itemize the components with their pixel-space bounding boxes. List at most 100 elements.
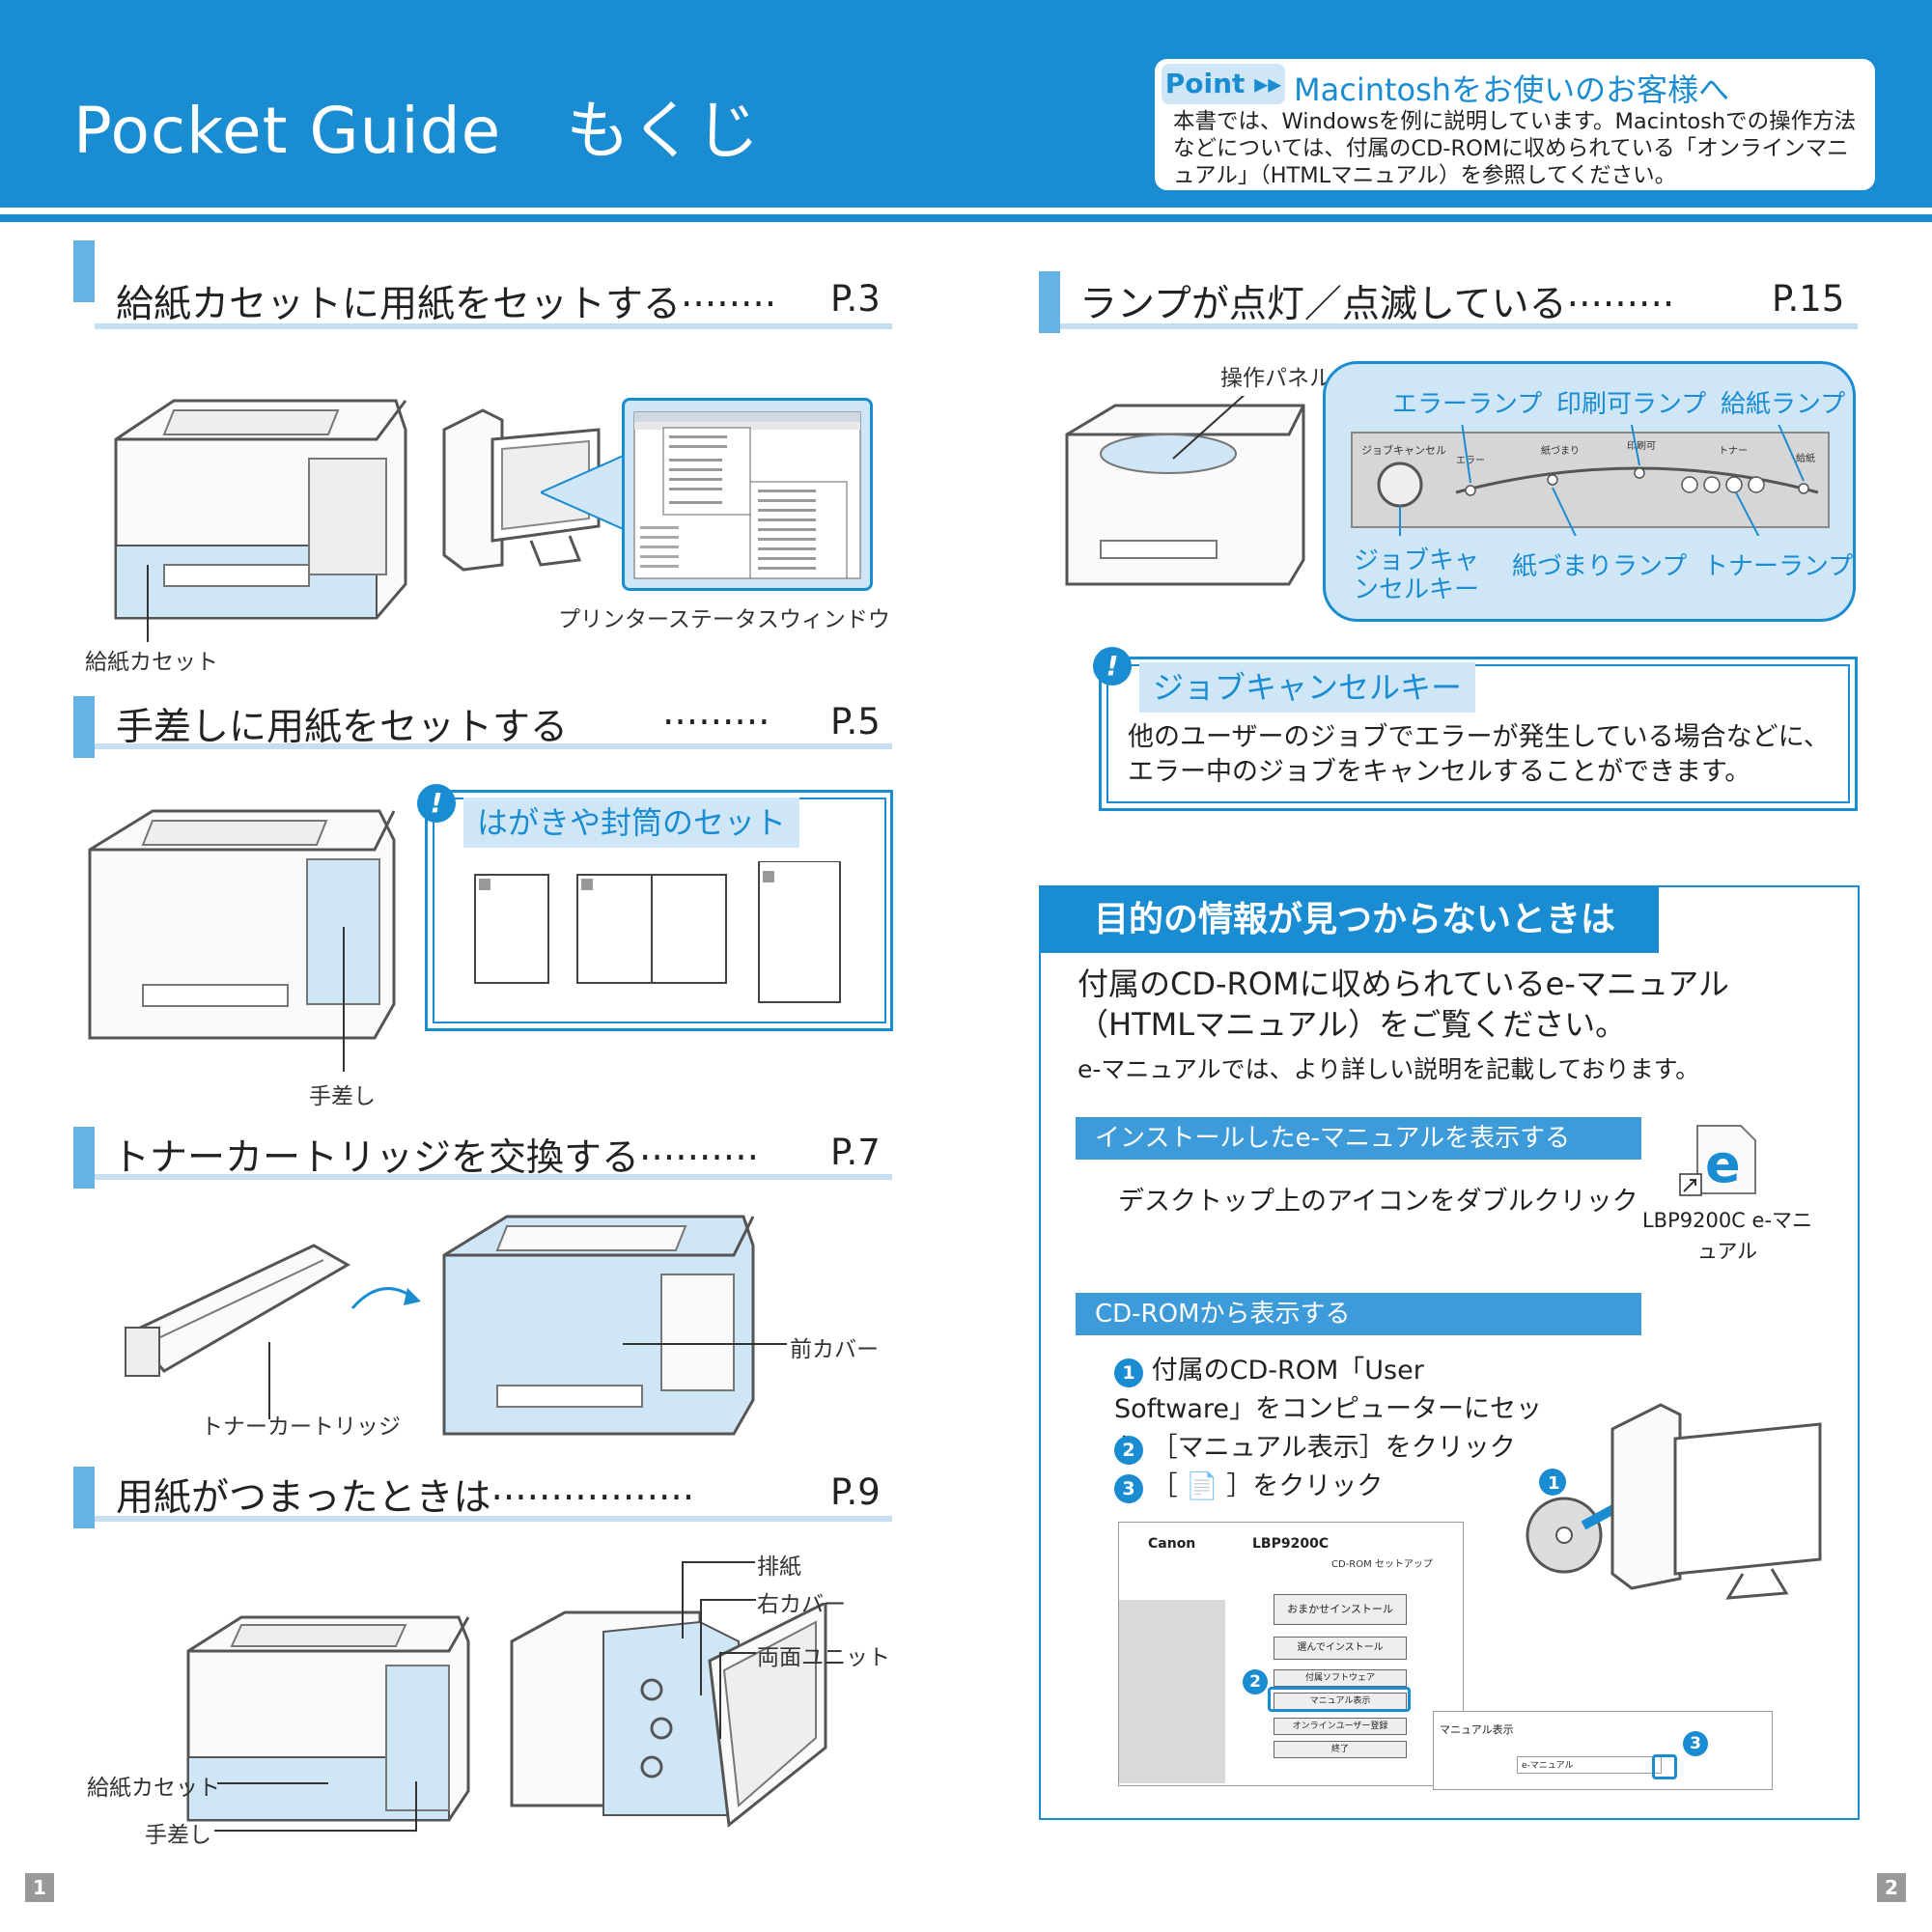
status-window-frame [622, 398, 873, 591]
section-underline [1060, 323, 1858, 329]
callout-title: ジョブキャンセルキー [1139, 662, 1476, 713]
label-status-window: プリンターステータスウィンドウ [558, 607, 890, 632]
panel-text-paper: 給紙 [1796, 452, 1815, 464]
label-cancel-key: ジョブキャンセルキー [1354, 546, 1480, 604]
step-number: 2 [1114, 1436, 1143, 1465]
printer-control-panel [1065, 396, 1305, 586]
callout-body: 他のユーザーのジョブでエラーが発生している場合などに、エラー中のジョブをキャンセ… [1128, 722, 1830, 787]
html-button-highlight[interactable] [1652, 1754, 1677, 1779]
exclamation-icon: ! [1093, 647, 1132, 686]
status-window-screenshot [633, 411, 861, 579]
setup-button-select[interactable]: 選んでインストール [1274, 1637, 1407, 1660]
leader-line [415, 1781, 417, 1832]
leader-line [623, 1343, 787, 1345]
printer-jam-open [510, 1603, 827, 1828]
arrow-icon [350, 1287, 421, 1309]
leader-line [719, 1652, 756, 1654]
section-page-jam[interactable]: P.9 [830, 1471, 881, 1513]
section-marker [73, 240, 95, 302]
setup-screen: Canon LBP9200C CD-ROM セットアップ おまかせインストール … [1118, 1522, 1464, 1786]
info-desc: e-マニュアルでは、より詳しい説明を記載しております。 [1078, 1055, 1700, 1083]
page-number-left: 1 [25, 1873, 54, 1902]
label-jam-lamp: 紙づまりランプ [1512, 552, 1688, 581]
setup-button-auto[interactable]: おまかせインストール [1274, 1594, 1407, 1625]
manual-panel-title: マニュアル表示 [1440, 1723, 1514, 1736]
section-dots: ········· [662, 701, 770, 744]
section-title-toner[interactable]: トナーカートリッジを交換する·········· [112, 1136, 759, 1180]
leader-line [719, 1652, 721, 1739]
callout-pointer [541, 454, 628, 531]
leader-line [682, 1561, 684, 1638]
setup-subtitle: CD-ROM セットアップ [1331, 1559, 1433, 1570]
section-title-cassette[interactable]: 給紙カセットに用紙をセットする········ [116, 283, 777, 326]
label-cassette-jam: 給紙カセット [87, 1776, 220, 1801]
cd-computer-illustration: 1 [1526, 1403, 1822, 1600]
setup-model: LBP9200C [1252, 1536, 1330, 1552]
section-underline [95, 323, 892, 329]
screen-step-number: 3 [1683, 1731, 1708, 1756]
sub-heading-installed: インストールしたe-マニュアルを表示する [1076, 1117, 1641, 1160]
section-page-cassette[interactable]: P.3 [830, 278, 881, 320]
printer-illustration [114, 399, 407, 620]
panel-text-error: エラー [1456, 455, 1485, 466]
setup-button-exit[interactable]: 終了 [1274, 1741, 1407, 1758]
toner-cartridge-illustration [125, 1244, 351, 1377]
label-cassette: 給紙カセット [85, 650, 218, 675]
panel-text-toner: トナー [1719, 445, 1748, 457]
printer-jam-closed [186, 1615, 470, 1822]
point-tag: Point ▸▸ [1162, 64, 1285, 104]
manual-display-panel: マニュアル表示 e-マニュアル 3 [1433, 1711, 1773, 1790]
screen-step-number: 2 [1243, 1669, 1268, 1694]
svg-text:e: e [1705, 1134, 1741, 1194]
highlight-manual-button [1268, 1687, 1411, 1712]
label-duplex-unit: 両面ユニット [757, 1645, 890, 1670]
section-marker [73, 1127, 95, 1189]
step-number: 1 [1114, 1358, 1143, 1387]
step-2: 2 ［マニュアル表示］をクリック [1114, 1429, 1516, 1468]
leader-line [147, 565, 149, 642]
label-toner-cartridge: トナーカートリッジ [201, 1414, 401, 1440]
printer-front-cover [442, 1215, 755, 1436]
section-title-jam[interactable]: 用紙がつまったときは················· [116, 1476, 695, 1520]
label-output: 排紙 [757, 1554, 801, 1580]
info-lead: 付属のCD-ROMに収められているe-マニュアル（HTMLマニュアル）をご覧くだ… [1078, 966, 1729, 1043]
section-title-lamp[interactable]: ランプが点灯／点滅している········· [1079, 283, 1675, 326]
e-manual-icon[interactable]: e [1678, 1116, 1765, 1203]
panel-text-jam: 紙づまり [1541, 444, 1580, 457]
section-page-manual[interactable]: P.5 [830, 701, 881, 742]
leader-line [268, 1342, 270, 1419]
point-title: Macintoshをお使いのお客様へ [1294, 71, 1730, 108]
label-manual-jam: 手差し [145, 1823, 211, 1848]
step-1: 1 付属のCD-ROM「User Software」をコンピューターにセット [1114, 1356, 1543, 1463]
control-panel-closeup: ジョブキャンセル エラー 紙づまり 印刷可 トナー 給紙 [1351, 425, 1830, 536]
setup-side-image [1119, 1600, 1225, 1783]
section-page-toner[interactable]: P.7 [830, 1132, 881, 1173]
callout-title: はがきや封筒のセット [463, 798, 800, 848]
section-underline [95, 743, 892, 749]
setup-button-software[interactable]: 付属ソフトウェア [1274, 1669, 1407, 1687]
section-underline [95, 1516, 892, 1522]
label-front-cover: 前カバー [790, 1337, 879, 1362]
panel-text-cancel: ジョブキャンセル [1361, 443, 1446, 457]
computer-illustration [442, 408, 601, 572]
leader-line [700, 1599, 756, 1601]
setup-button-register[interactable]: オンラインユーザー登録 [1274, 1718, 1407, 1735]
section-page-lamp[interactable]: P.15 [1772, 278, 1845, 320]
panel-text-ready: 印刷可 [1627, 440, 1656, 452]
page-title: Pocket Guide もくじ [73, 94, 761, 168]
e-manual-icon-label: LBP9200C e-マニュアル [1641, 1209, 1813, 1263]
leader-line [700, 1599, 702, 1695]
section-marker [73, 696, 95, 758]
label-control-panel: 操作パネル [1220, 366, 1331, 391]
callout-inner-border [1106, 664, 1850, 803]
page-number-right: 2 [1877, 1873, 1906, 1902]
manual-item[interactable]: e-マニュアル [1517, 1756, 1662, 1774]
label-manual-feed: 手差し [309, 1084, 376, 1109]
installed-instruction: デスクトップ上のアイコンをダブルクリック [1118, 1187, 1638, 1217]
section-title-manual[interactable]: 手差しに用紙をセットする [116, 706, 569, 749]
exclamation-icon: ! [417, 784, 456, 823]
postcard-envelope-illustration [474, 861, 841, 1003]
sub-heading-cdrom: CD-ROMから表示する [1076, 1293, 1641, 1335]
label-ready-lamp: 印刷可ランプ [1556, 390, 1707, 419]
info-title: 目的の情報が見つからないときは [1041, 887, 1659, 953]
